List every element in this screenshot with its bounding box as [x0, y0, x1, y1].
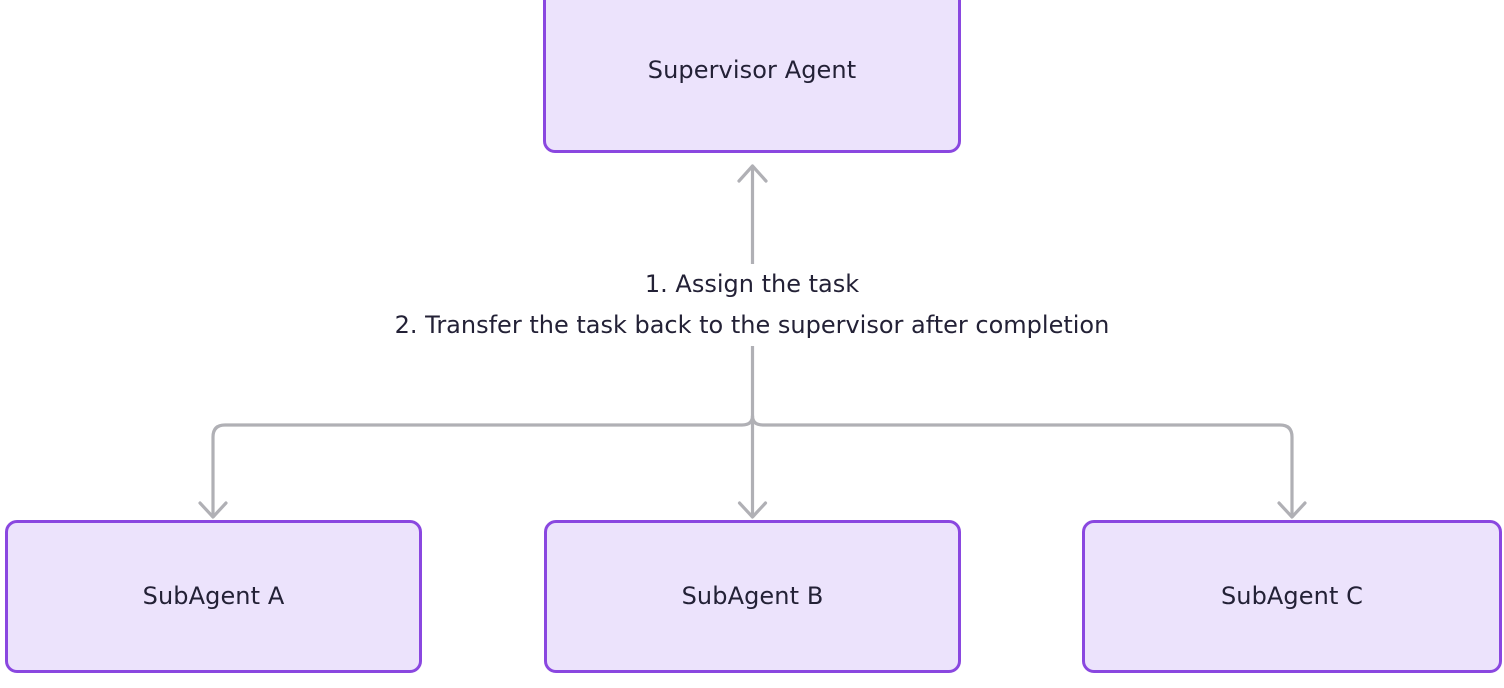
arrowhead-down-sub-c: [1277, 501, 1307, 519]
node-supervisor-agent[interactable]: Supervisor Agent: [543, 0, 961, 153]
node-subagent-a[interactable]: SubAgent A: [5, 520, 422, 673]
node-subagent-c-label: SubAgent C: [1220, 582, 1364, 611]
node-subagent-b[interactable]: SubAgent B: [544, 520, 961, 673]
node-subagent-b-label: SubAgent B: [681, 582, 824, 611]
edge-bus-left: [211, 414, 755, 518]
arrowhead-down-sub-b: [737, 501, 768, 519]
edge-bus-right: [750, 414, 1294, 518]
arrowhead-down-sub-a: [198, 501, 228, 519]
node-subagent-a-label: SubAgent A: [142, 582, 285, 611]
edge-label-group: 1. Assign the task 2. Transfer the task …: [0, 264, 1504, 346]
edge-label-step-1: 1. Assign the task: [0, 264, 1504, 305]
arrowhead-up-supervisor: [737, 164, 768, 183]
edge-label-step-1-text: 1. Assign the task: [638, 264, 866, 305]
edge-label-step-2: 2. Transfer the task back to the supervi…: [0, 305, 1504, 346]
node-supervisor-agent-label: Supervisor Agent: [647, 56, 857, 85]
node-subagent-c[interactable]: SubAgent C: [1082, 520, 1502, 673]
edge-label-step-2-text: 2. Transfer the task back to the supervi…: [388, 305, 1116, 346]
